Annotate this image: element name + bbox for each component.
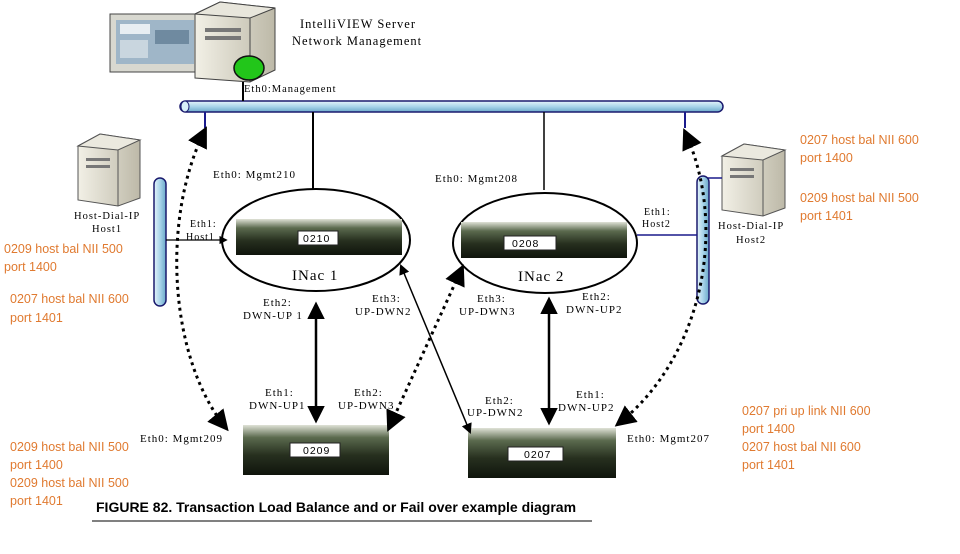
note-d0209-1b: port 1400: [10, 458, 63, 472]
host2-server-icon: [720, 143, 787, 217]
server-eth0-label: Eth0:Management: [244, 84, 337, 95]
note-host2-2b: port 1401: [800, 209, 853, 223]
host1-label-line1: Host-Dial-IP: [74, 211, 140, 222]
inac1-eth1-label-b: Host1: [186, 232, 215, 243]
device-0207: [468, 428, 616, 478]
inac1-name: INac 1: [292, 268, 338, 284]
note-host2-1b: port 1400: [800, 151, 853, 165]
inac1-eth0-label: Eth0: Mgmt210: [213, 169, 296, 181]
inac2-eth2-label-b: DWN-UP2: [566, 304, 623, 316]
note-d0207-1a: 0207 pri up link NII 600: [742, 404, 871, 418]
inac1-eth2-label-b: DWN-UP 1: [243, 310, 303, 322]
inac1-eth3-label-b: UP-DWN2: [355, 306, 412, 318]
note-d0207-2b: port 1401: [742, 458, 795, 472]
failover-path-middle: [386, 264, 465, 432]
server-title-line1: IntelliVIEW Server: [300, 17, 416, 31]
d0209-eth2-label-b: UP-DWN3: [338, 400, 395, 412]
d0209-eth1-label-b: DWN-UP1: [249, 400, 306, 412]
note-host2-2a: 0209 host bal NII 500: [800, 191, 919, 205]
note-d0209-2a: 0209 host bal NII 500: [10, 476, 129, 490]
inac2-name: INac 2: [518, 269, 564, 285]
inac2-device-id: 0208: [512, 238, 539, 250]
host2-label-line2: Host2: [736, 235, 766, 246]
inac1-0207-link: [399, 264, 472, 434]
note-host1-1b: port 1400: [4, 260, 57, 274]
d0209-eth2-label-a: Eth2:: [354, 387, 383, 399]
inac1-device-id: 0210: [303, 233, 330, 245]
inac2-eth1-label-b: Host2: [642, 219, 671, 230]
figure-caption: FIGURE 82. Transaction Load Balance and …: [96, 499, 576, 515]
d0207-eth2-label-a: Eth2:: [485, 395, 514, 407]
note-d0207-1b: port 1400: [742, 422, 795, 436]
d0209-device-id: 0209: [303, 445, 330, 457]
note-d0209-1a: 0209 host bal NII 500: [10, 440, 129, 454]
management-bus: [179, 100, 724, 113]
inac2-eth1-label-a: Eth1:: [644, 207, 671, 218]
note-host1-2a: 0207 host bal NII 600: [10, 292, 129, 306]
host2-label-line1: Host-Dial-IP: [718, 221, 784, 232]
inac1-eth3-label-a: Eth3:: [372, 293, 401, 305]
inac2-eth3-label-a: Eth3:: [477, 293, 506, 305]
server-title-line2: Network Management: [292, 34, 422, 48]
inac2-eth2-label-a: Eth2:: [582, 291, 611, 303]
note-host1-2b: port 1401: [10, 311, 63, 325]
d0209-eth1-label-a: Eth1:: [265, 387, 294, 399]
inac1-node: [221, 188, 411, 292]
failover-path-left: [175, 126, 229, 432]
d0207-device-id: 0207: [524, 449, 551, 461]
d0207-eth0-label: Eth0: Mgmt207: [627, 433, 710, 445]
host1-bus: [153, 177, 167, 307]
device-0209: [243, 425, 389, 475]
note-d0209-2b: port 1401: [10, 494, 63, 508]
inac1-eth2-label-a: Eth2:: [263, 297, 292, 309]
inac2-eth3-label-b: UP-DWN3: [459, 306, 516, 318]
inac2-eth0-label: Eth0: Mgmt208: [435, 173, 518, 185]
inac1-eth1-label-a: Eth1:: [190, 219, 217, 230]
note-host2-1a: 0207 host bal NII 600: [800, 133, 919, 147]
d0207-eth2-label-b: UP-DWN2: [467, 407, 524, 419]
failover-path-right: [614, 128, 708, 427]
d0207-eth1-label-b: DWN-UP2: [558, 402, 615, 414]
d0207-eth1-label-a: Eth1:: [576, 389, 605, 401]
host1-server-icon: [76, 133, 142, 207]
d0209-eth0-label: Eth0: Mgmt209: [140, 433, 223, 445]
intelliview-server-icon: [109, 1, 276, 83]
host1-label-line2: Host1: [92, 224, 122, 235]
note-d0207-2a: 0207 host bal NII 600: [742, 440, 861, 454]
note-host1-1a: 0209 host bal NII 500: [4, 242, 123, 256]
